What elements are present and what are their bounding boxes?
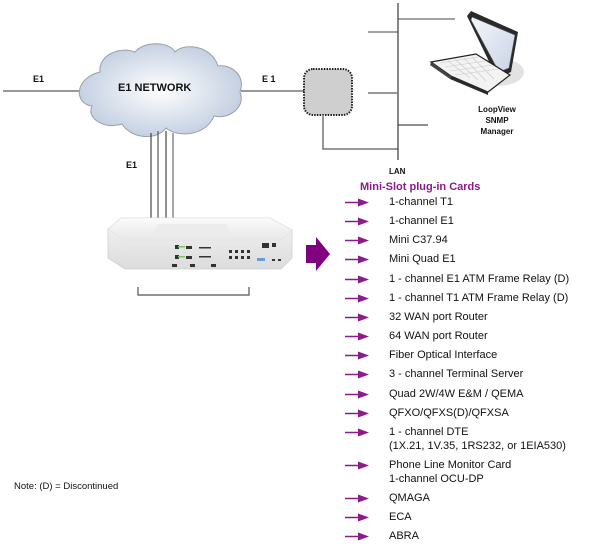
router-box-icon	[303, 68, 353, 116]
bottom-e1-label: E1	[126, 160, 138, 170]
card-list-item: 1-channel T1	[389, 196, 454, 208]
card-arrow-icon	[345, 461, 369, 470]
card-arrow-icon	[345, 217, 369, 226]
card-list-item: (1X.21, 1V.35, 1RS232, or 1EIA530)	[389, 440, 566, 452]
manager-label: LoopView SNMP Manager	[462, 104, 532, 137]
card-arrow-icon	[345, 370, 369, 379]
right-arrow-icon	[306, 237, 330, 271]
card-arrow-icon	[345, 332, 369, 341]
network-device-icon	[107, 217, 293, 270]
manager-label-line: Manager	[480, 127, 514, 136]
card-list-item: Mini C37.94	[389, 234, 448, 246]
left-e1-label: E1	[33, 74, 45, 84]
device-bracket	[137, 287, 250, 296]
card-arrow-icon	[345, 409, 369, 418]
cloud-icon	[78, 43, 242, 137]
lan-label: LAN	[389, 167, 406, 176]
card-list-item: 1 - channel E1 ATM Frame Relay (D)	[389, 273, 570, 285]
card-arrow-icon	[345, 351, 369, 360]
manager-label-line: LoopView	[478, 105, 516, 114]
card-arrow-icon	[345, 390, 369, 399]
discontinued-note: Note: (D) = Discontinued	[14, 481, 119, 492]
card-arrow-icon	[345, 428, 369, 437]
card-arrow-icon	[345, 313, 369, 322]
e1-bundle-links	[150, 131, 174, 218]
card-list-item: 1 - channel T1 ATM Frame Relay (D)	[389, 292, 569, 304]
router-lan-link	[322, 115, 398, 150]
card-list-item: QMAGA	[389, 492, 430, 504]
card-list-item: 1-channel E1	[389, 215, 454, 227]
cloud-label: E1 NETWORK	[118, 82, 192, 94]
card-arrow-icon	[345, 198, 369, 207]
card-list-item: Mini Quad E1	[389, 253, 456, 265]
card-list-item: Quad 2W/4W E&M / QEMA	[389, 388, 524, 400]
card-list-item: ECA	[389, 511, 412, 523]
card-list-item: 32 WAN port Router	[389, 311, 488, 323]
card-list-item: QFXO/QFXS(D)/QFXSA	[389, 407, 509, 419]
card-list-item: Phone Line Monitor Card	[389, 459, 512, 471]
cards-list-title: Mini-Slot plug-in Cards	[360, 181, 481, 193]
laptop-icon	[429, 11, 524, 95]
card-list-item: ABRA	[389, 530, 419, 542]
card-arrow-icon	[345, 513, 369, 522]
card-list-item: 3 - channel Terminal Server	[389, 368, 524, 380]
card-arrows	[345, 198, 369, 541]
card-list-item: Fiber Optical Interface	[389, 349, 498, 361]
card-arrow-icon	[345, 532, 369, 541]
manager-label-line: SNMP	[485, 116, 509, 125]
card-list-item: 1-channel OCU-DP	[389, 473, 484, 485]
card-arrow-icon	[345, 236, 369, 245]
card-list-item: 1 - channel DTE	[389, 426, 469, 438]
card-arrow-icon	[345, 494, 369, 503]
card-arrow-icon	[345, 275, 369, 284]
card-arrow-icon	[345, 294, 369, 303]
right-e1-label: E 1	[262, 74, 276, 84]
card-arrow-icon	[345, 255, 369, 264]
card-list-item: 64 WAN port Router	[389, 330, 488, 342]
